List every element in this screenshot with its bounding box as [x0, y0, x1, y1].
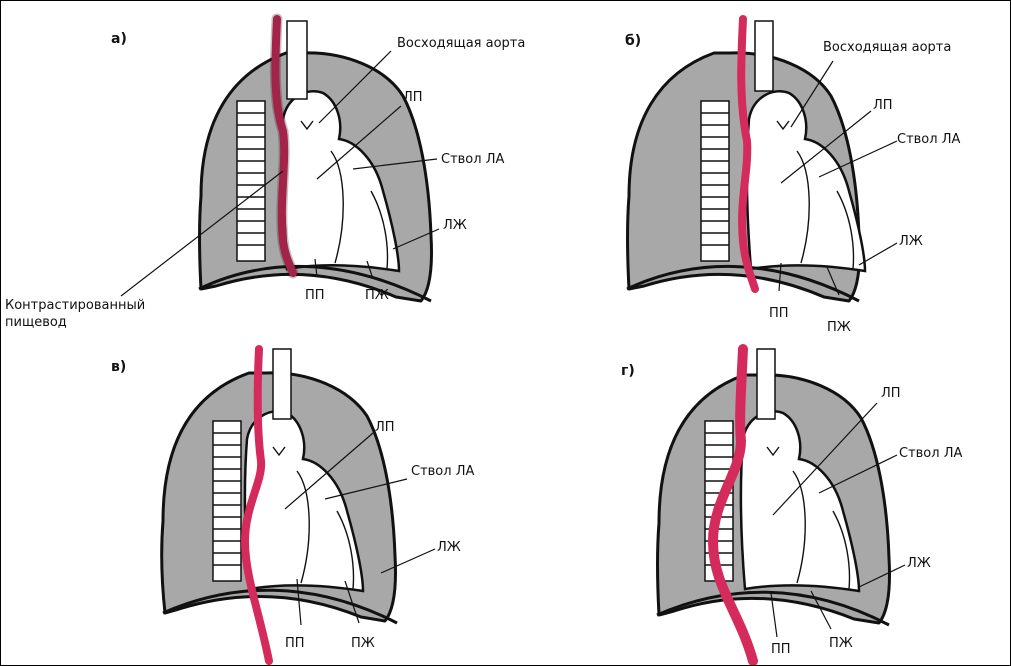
panel-g: г) ЛП Ствол ЛА ЛЖ ПП ПЖ — [621, 349, 962, 661]
label-left-atrium: ЛП — [375, 420, 395, 435]
panel-v: в) ЛП Ствол ЛА ЛЖ ПП ПЖ — [111, 349, 474, 661]
label-right-atrium: ПП — [285, 636, 305, 651]
label-left-atrium: ЛП — [873, 98, 893, 113]
spine — [213, 421, 241, 581]
spine — [237, 101, 265, 261]
label-right-ventricle: ПЖ — [365, 288, 389, 303]
trachea — [273, 349, 291, 419]
spine — [701, 101, 729, 261]
panel-letter: в) — [111, 359, 126, 375]
label-right-ventricle: ПЖ — [829, 636, 853, 651]
trachea — [757, 349, 775, 419]
label-right-atrium: ПП — [769, 306, 789, 321]
label-ascending-aorta: Восходящая аорта — [823, 40, 951, 55]
label-right-atrium: ПП — [305, 288, 325, 303]
label-left-atrium: ЛП — [403, 90, 423, 105]
label-left-ventricle: ЛЖ — [437, 540, 461, 555]
label-esophagus-line1: Контрастированный — [5, 298, 145, 313]
trachea — [755, 21, 773, 91]
label-left-atrium: ЛП — [881, 386, 901, 401]
label-pulmonary-trunk: Ствол ЛА — [441, 152, 504, 167]
trachea — [287, 21, 307, 99]
label-pulmonary-trunk: Ствол ЛА — [411, 464, 474, 479]
label-pulmonary-trunk: Ствол ЛА — [899, 446, 962, 461]
label-esophagus-line2: пищевод — [5, 315, 67, 330]
label-left-ventricle: ЛЖ — [899, 234, 923, 249]
label-right-ventricle: ПЖ — [827, 320, 851, 335]
panel-letter: б) — [625, 33, 641, 49]
panel-letter: г) — [621, 363, 635, 379]
panel-b: б) Восходящая аорта ЛП Ствол ЛА ЛЖ ПП ПЖ — [625, 19, 960, 335]
panel-letter: а) — [111, 31, 127, 47]
label-left-ventricle: ЛЖ — [443, 218, 467, 233]
panel-a: а) Восходящая аорта ЛП Ствол ЛА ЛЖ ПП ПЖ… — [5, 19, 525, 330]
label-right-ventricle: ПЖ — [351, 636, 375, 651]
label-right-atrium: ПП — [771, 642, 791, 657]
label-left-ventricle: ЛЖ — [907, 556, 931, 571]
label-ascending-aorta: Восходящая аорта — [397, 36, 525, 51]
label-pulmonary-trunk: Ствол ЛА — [897, 132, 960, 147]
